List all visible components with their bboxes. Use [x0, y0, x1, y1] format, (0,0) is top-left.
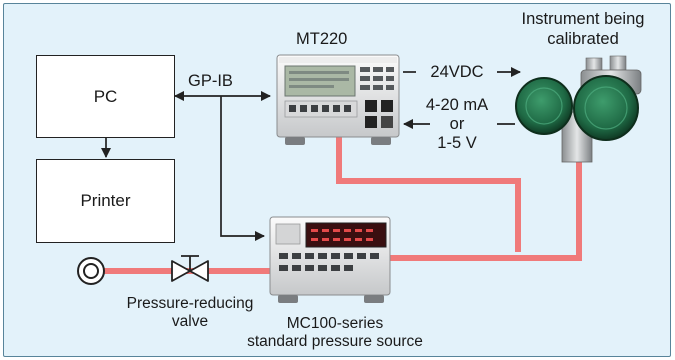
voltage-label: 1-5 V [437, 134, 477, 152]
instrument-device [515, 55, 642, 163]
instrument-right-head [573, 75, 639, 141]
current-label: 4-20 mA [425, 96, 489, 114]
pc-label: PC [93, 86, 118, 106]
pressure-line-source-to-instrument [360, 158, 582, 261]
instrument-label-line1: Instrument being [521, 10, 645, 28]
pressure-inlet [77, 257, 105, 285]
pc-box: PC [36, 55, 175, 138]
mc100-device [269, 216, 391, 303]
valve-label-line2: valve [171, 313, 209, 330]
gpib-to-mc100-line [220, 96, 266, 242]
mc100-display [305, 222, 387, 248]
vdc-label: 24VDC [430, 63, 484, 81]
or-label: or [449, 115, 465, 133]
instrument-left-head [515, 77, 573, 135]
gpib-label: GP-IB [188, 72, 233, 90]
pressure-line-mt220-to-instrument [336, 135, 521, 252]
valve-symbol [171, 255, 209, 282]
mt220-device [276, 54, 400, 145]
instrument-label-line2: calibrated [547, 30, 619, 48]
mt220-label: MT220 [296, 30, 348, 48]
mc100-label-line2: standard pressure source [247, 333, 423, 350]
mc100-label-line1: MC100-series [286, 315, 384, 332]
printer-label: Printer [80, 191, 131, 210]
signal-lines [100, 66, 522, 242]
printer-box: Printer [36, 159, 175, 243]
valve-label-line1: Pressure-reducing [126, 295, 254, 312]
